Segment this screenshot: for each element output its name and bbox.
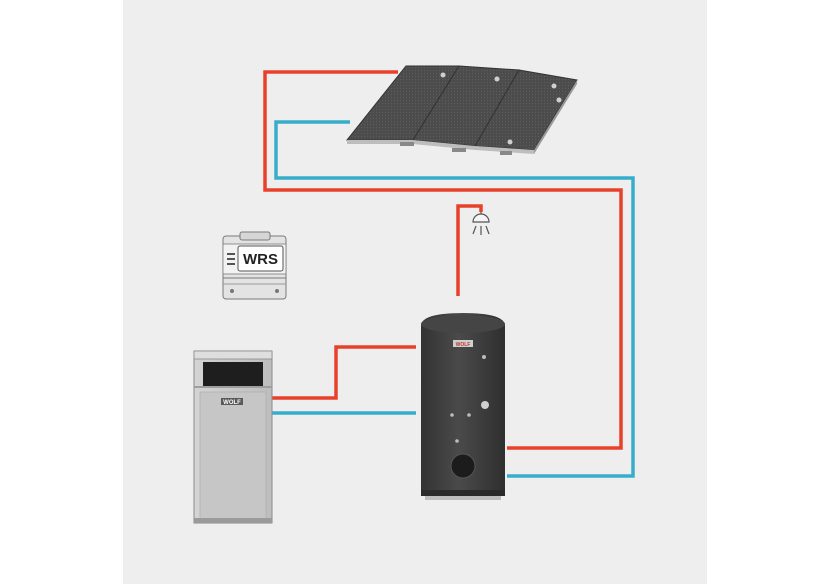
solar-panel-icon (345, 65, 578, 155)
controller-label: WRS (243, 251, 278, 268)
controller-icon (222, 231, 287, 300)
water-tank-icon (421, 313, 505, 500)
boiler-hot-pipe (272, 345, 416, 400)
boiler-badge: WOLF (223, 400, 241, 406)
boiler-icon (193, 350, 273, 524)
collector-hot-pipe (263, 70, 623, 450)
shower-icon (472, 212, 490, 235)
collector-cold-pipe (274, 120, 635, 478)
tank-badge: WOLF (456, 342, 471, 348)
tap-hot-pipe (456, 204, 483, 296)
